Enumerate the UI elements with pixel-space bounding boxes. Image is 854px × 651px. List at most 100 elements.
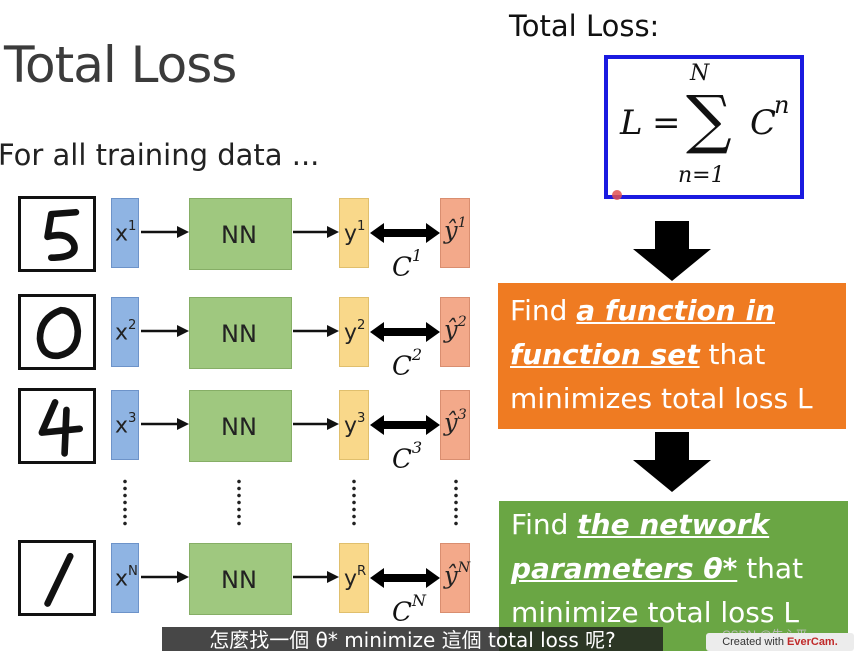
nn-label: NN (221, 413, 257, 441)
y-label: y (344, 221, 358, 247)
slide-title: Total Loss (4, 36, 237, 94)
digit-image (18, 540, 96, 616)
arrow-right-icon (293, 571, 339, 583)
arrow-right-icon (293, 418, 339, 430)
arrow-right-icon (141, 226, 189, 238)
nn-box: NN (189, 543, 292, 615)
y-superscript: R (357, 564, 367, 579)
orange-line2-emphasis: function set (510, 338, 700, 371)
x-label: x (115, 320, 129, 346)
x-superscript: N (128, 564, 138, 579)
y-label: y (344, 320, 358, 346)
y-label: y (344, 566, 358, 592)
down-arrow-icon (633, 432, 711, 492)
x-label: x (115, 413, 129, 439)
c-label: C (392, 351, 412, 382)
arrow-right-icon (293, 325, 339, 337)
yhat-superscript: N (457, 560, 471, 576)
formula-sum-symbol: ∑ (686, 83, 732, 157)
yhat-ellipsis (453, 478, 459, 526)
y-label: y (344, 413, 358, 439)
x-superscript: 1 (128, 219, 137, 234)
input-x-box: x3 (111, 390, 139, 460)
x-superscript: 2 (128, 318, 137, 333)
down-arrow-icon (633, 221, 711, 281)
orange-panel: Find a function in function set that min… (498, 283, 846, 429)
green-line1-plain: Find (511, 508, 578, 541)
nn-box: NN (189, 390, 292, 462)
x-label: x (115, 221, 129, 247)
orange-line3: minimizes total loss L (510, 382, 813, 415)
formula-term-sup: n (774, 91, 790, 119)
handwritten-digit-0 (36, 306, 82, 360)
green-line2-plain: that (737, 552, 804, 585)
double-arrow-icon (370, 223, 440, 243)
output-y-box: y2 (339, 297, 369, 367)
green-panel: Find the network parameters θ* that mini… (499, 501, 848, 651)
c-superscript: N (411, 591, 427, 610)
nn-ellipsis (236, 478, 242, 526)
y-superscript: 2 (357, 318, 366, 333)
c-superscript: 1 (411, 246, 423, 265)
yhat-label: ŷ (444, 408, 458, 437)
yhat-label: ŷ (444, 315, 458, 344)
output-y-box: y1 (339, 198, 369, 268)
formula-lower-limit: n=1 (678, 163, 725, 188)
c-superscript: 2 (411, 345, 423, 364)
yhat-label: ŷ (444, 561, 458, 590)
total-loss-label: Total Loss: (509, 9, 660, 43)
target-yhat-box: ŷ1 (440, 198, 470, 268)
y-superscript: 1 (357, 219, 366, 234)
video-caption: 怎麼找一個 θ* minimize 這個 total loss 呢? (162, 627, 663, 651)
target-yhat-box: ŷ2 (440, 297, 470, 367)
orange-line1-plain: Find (510, 294, 577, 327)
nn-label: NN (221, 320, 257, 348)
nn-label: NN (221, 221, 257, 249)
arrow-right-icon (293, 226, 339, 238)
formula-term: C (750, 103, 777, 143)
c-label: C (392, 252, 412, 283)
yhat-label: ŷ (444, 216, 458, 245)
x-ellipsis (122, 478, 128, 526)
orange-line2-plain: that (699, 338, 766, 371)
green-line3: minimize total loss L (511, 596, 799, 629)
handwritten-digit-4 (38, 399, 84, 457)
arrow-right-icon (141, 571, 189, 583)
yhat-superscript: 3 (457, 407, 467, 423)
x-label: x (115, 566, 129, 592)
yhat-superscript: 1 (457, 215, 467, 231)
formula-equals: = (652, 103, 681, 143)
digit-image (18, 388, 96, 464)
double-arrow-icon (370, 568, 440, 588)
input-x-box: x2 (111, 297, 139, 367)
evercam-badge: Created with EverCam. (706, 633, 854, 651)
c-label: C (392, 444, 412, 475)
input-x-box: xN (111, 543, 139, 613)
arrow-right-icon (141, 418, 189, 430)
output-y-box: y3 (339, 390, 369, 460)
evercam-brand: EverCam. (787, 636, 838, 648)
formula-upper-limit: N (690, 61, 710, 86)
nn-label: NN (221, 566, 257, 594)
x-superscript: 3 (128, 411, 137, 426)
nn-box: NN (189, 297, 292, 369)
c-superscript: 3 (411, 438, 423, 457)
handwritten-digit-5 (44, 208, 80, 261)
digit-image (18, 294, 96, 370)
cursor-dot (612, 190, 622, 200)
y-ellipsis (351, 478, 357, 526)
double-arrow-icon (370, 322, 440, 342)
c-label: C (392, 597, 412, 628)
orange-line1-emphasis: a function in (576, 294, 776, 327)
output-y-box: yR (339, 543, 369, 613)
slide-subtitle: For all training data ... (0, 138, 320, 172)
y-superscript: 3 (357, 411, 366, 426)
target-yhat-box: ŷN (440, 543, 470, 613)
arrow-right-icon (141, 325, 189, 337)
nn-box: NN (189, 198, 292, 270)
handwritten-digit-1 (44, 552, 74, 607)
formula-box: L = N ∑ n=1 C n (604, 55, 804, 199)
digit-image (18, 196, 96, 272)
formula-lhs: L (620, 103, 643, 143)
yhat-superscript: 2 (457, 314, 467, 330)
